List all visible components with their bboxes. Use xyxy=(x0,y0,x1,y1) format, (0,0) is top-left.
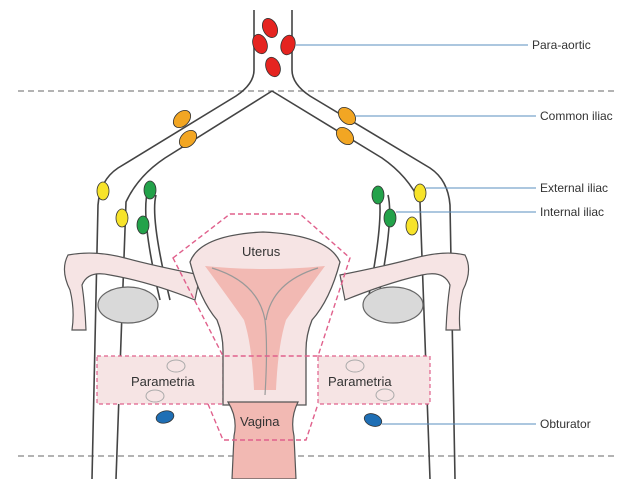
external-iliac-node xyxy=(406,217,418,235)
para-aortic-node xyxy=(263,55,283,79)
internal-iliac-node xyxy=(144,181,156,199)
label-vagina: Vagina xyxy=(240,414,280,429)
internal-iliac-node xyxy=(384,209,396,227)
common-iliac-node xyxy=(333,124,357,148)
label-parametria-right: Parametria xyxy=(328,374,392,389)
external-iliac-node xyxy=(414,184,426,202)
obturator-node xyxy=(362,411,383,428)
obturator-node xyxy=(155,409,175,425)
label-parametria-left: Parametria xyxy=(131,374,195,389)
label-para-aortic: Para-aortic xyxy=(532,38,591,52)
internal-iliac-node xyxy=(372,186,384,204)
label-external-iliac: External iliac xyxy=(540,181,608,195)
external-iliac-node xyxy=(116,209,128,227)
external-iliac-node xyxy=(97,182,109,200)
label-uterus: Uterus xyxy=(242,244,281,259)
para-aortic-node xyxy=(279,34,298,57)
label-obturator: Obturator xyxy=(540,417,591,431)
right-ovary xyxy=(363,287,423,323)
label-common-iliac: Common iliac xyxy=(540,109,613,123)
left-ovary xyxy=(98,287,158,323)
common-iliac-node xyxy=(170,107,194,131)
internal-iliac-node xyxy=(137,216,149,234)
label-internal-iliac: Internal iliac xyxy=(540,205,604,219)
